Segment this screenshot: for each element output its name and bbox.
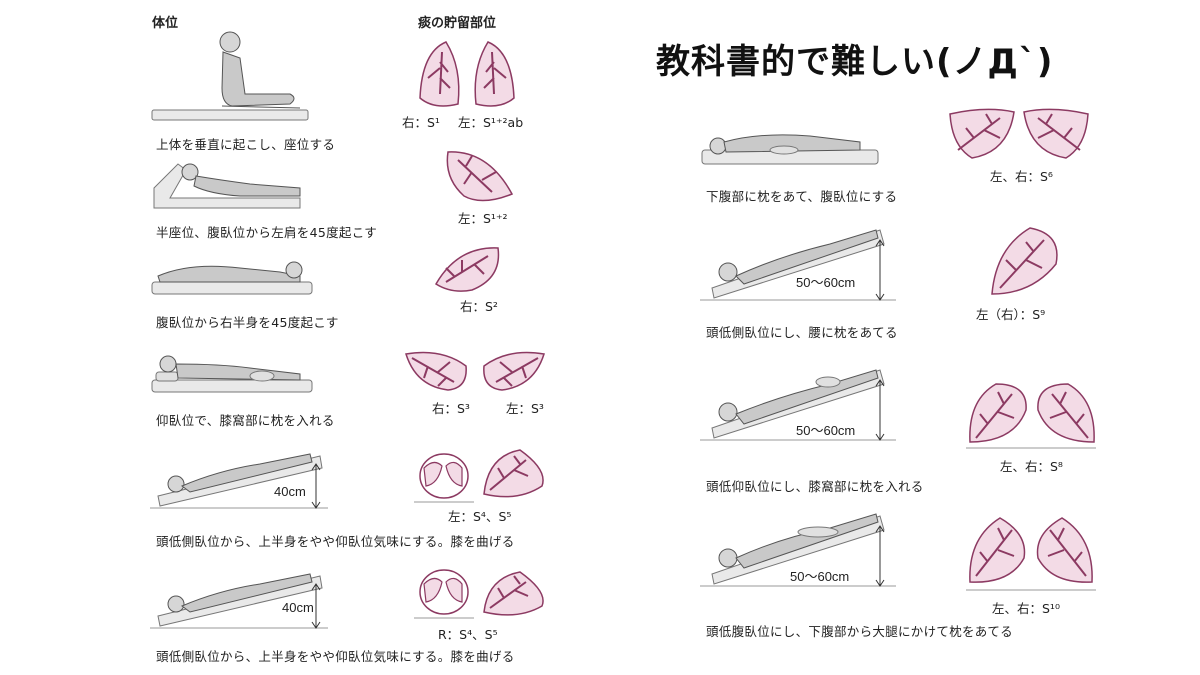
lung-left-s6-icon [1020,106,1092,162]
lung-baseline-s8 [966,446,1096,450]
height-label-right-1: 50～60cm [796,272,855,291]
lung-caption-r-s4-s5: R：S⁴、S⁵ [438,624,498,643]
lung-caption-left-s3: 左：S³ [506,398,544,417]
height-label-left-4: 40cm [274,484,306,499]
lung-right-s2-icon [432,244,504,294]
prone-abdomen-pillow-figure [700,128,880,172]
lung-left-s8-icon [1034,380,1098,448]
lung-left-s1-2-upper-icon [442,148,516,206]
lung-caption-right-s2: 右：S² [460,296,498,315]
right-position-label-4: 頭低腹臥位にし、下腹部から大腿にかけて枕をあてる [706,621,1013,640]
supine-knee-pillow-figure [150,350,315,398]
lung-cross-section-s4-s5-icon [414,450,474,506]
retention-column-header: 痰の貯留部位 [418,12,496,31]
position-label-1: 上体を垂直に起こし、座位する [156,134,335,153]
position-label-5: 頭低側臥位から、上半身をやや仰臥位気味にする。膝を曲げる [156,531,515,550]
lung-caption-s6: 左、右：S⁶ [990,166,1053,185]
right-position-label-2: 頭低側臥位にし、腰に枕をあてる [706,322,898,341]
lung-caption-left-s4-s5: 左：S⁴、S⁵ [448,506,511,525]
sitting-position-figure [150,28,310,123]
lung-left-s3-icon [478,348,548,394]
lung-left-s10-icon [1032,514,1096,588]
height-label-right-2: 50～60cm [796,420,855,439]
semi-sitting-position-figure [150,158,310,213]
page-title: 教科書的で難しい(ノД`) [656,34,1053,83]
position-label-4: 仰臥位で、膝窩部に枕を入れる [156,410,335,429]
lung-caption-left-s1-2: 左：S¹⁺²ab [458,112,523,131]
lung-caption-left-s1-2-b: 左：S¹⁺² [458,208,508,227]
lung-s9-icon [986,224,1066,298]
lung-right-s3-icon [402,348,472,394]
lung-right-s10-icon [966,514,1030,588]
lung-caption-right-s3: 右：S³ [432,398,470,417]
lung-right-s4-s5-icon [478,568,550,620]
lung-caption-s10: 左、右：S¹⁰ [992,598,1060,617]
lung-caption-s8: 左、右：S⁸ [1000,456,1063,475]
prone-right-raised-figure [150,256,315,301]
right-position-label-1: 下腹部に枕をあて、腹臥位にする [706,186,897,205]
lung-left-s4-s5-icon [478,446,550,502]
lung-caption-right-s1: 右：S¹ [402,112,440,131]
lung-right-s8-icon [966,380,1030,448]
lung-caption-s9: 左（右）：S⁹ [976,304,1045,323]
lung-right-s1-icon [416,38,464,112]
position-label-3: 腹臥位から右半身を45度起こす [156,312,339,331]
right-position-label-3: 頭低仰臥位にし、膝窩部に枕を入れる [706,476,924,495]
lung-left-s1-2-icon [470,38,518,112]
height-label-left-5: 40cm [282,600,314,615]
position-label-6: 頭低側臥位から、上半身をやや仰臥位気味にする。膝を曲げる [156,646,515,665]
lung-right-s6-icon [946,106,1018,162]
height-label-right-3: 50～60cm [790,566,849,585]
position-label-2: 半座位、腹臥位から左肩を45度起こす [156,222,377,241]
head-down-lateral-figure-1 [150,446,330,512]
lung-cross-section-r-s4-s5-icon [414,566,474,622]
lung-baseline-s10 [966,588,1096,592]
head-down-lateral-figure-2 [150,566,330,632]
head-down-lateral-waist-pillow-figure [700,222,896,304]
